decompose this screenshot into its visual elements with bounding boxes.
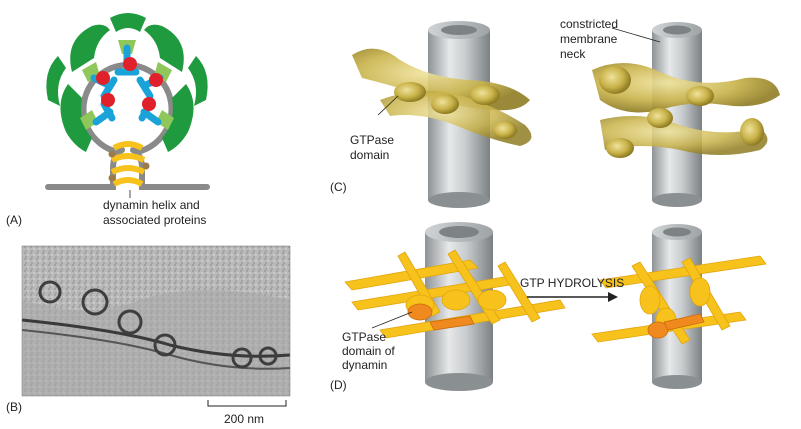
cargo-molecules (96, 57, 163, 111)
gtpase-domain-label-c-line2: domain (350, 148, 390, 162)
dynamin-lattice-before (344, 249, 566, 339)
dynamin-callout-line1: dynamin helix and (103, 198, 200, 212)
gtpase-domain-highlight-before (407, 303, 475, 331)
scale-bar (207, 400, 287, 407)
gtpase-domain-label-d-line3: dynamin (342, 358, 388, 372)
dynamin-lattice-after (591, 255, 767, 345)
scale-bar-label: 200 nm (224, 412, 265, 426)
gtpase-callout-line-d (371, 311, 413, 329)
panel-label-d: (D) (330, 378, 347, 392)
gtpase-domain-label-c-line1: GTPase (350, 133, 395, 147)
constricted-neck-label-line2: membrane (560, 32, 618, 46)
dynamin-callout-line2: associated proteins (103, 213, 207, 227)
hydrolysis-arrow (527, 292, 618, 302)
gtpase-domain-highlight-after (647, 313, 705, 339)
gtpase-domain-label-d-line2: domain of (342, 344, 395, 358)
constricted-neck-label-line1: constricted (560, 17, 619, 31)
dynamin-structure-right (592, 62, 780, 158)
dynamin-structure-left (352, 48, 532, 146)
clathrin-coat (46, 13, 208, 152)
gtp-hydrolysis-label: GTP HYDROLYSIS (520, 276, 625, 290)
panel-a-vesicle-diagram (45, 13, 210, 198)
dynamin-helix (108, 141, 150, 187)
gtpase-callout-line-c (377, 95, 399, 116)
panel-c-structures (352, 21, 780, 208)
constricted-neck-label-line3: neck (560, 47, 586, 61)
panel-b-electron-micrograph (21, 245, 291, 407)
panel-d-mechanism (344, 222, 767, 391)
panel-label-a: (A) (6, 213, 22, 227)
panel-label-c: (C) (330, 180, 347, 194)
neck-callout-line (611, 27, 661, 43)
panel-label-b: (B) (6, 400, 22, 414)
gtpase-domain-label-d-line1: GTPase (342, 330, 387, 344)
